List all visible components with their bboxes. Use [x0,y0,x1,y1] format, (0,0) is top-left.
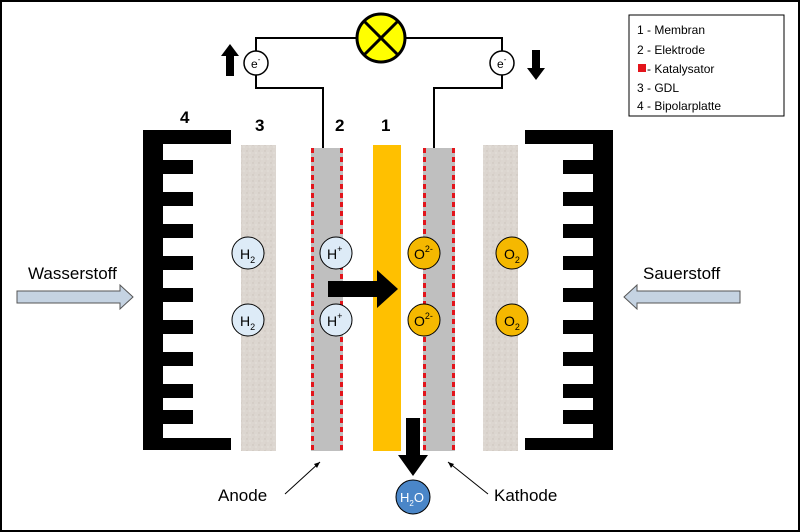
anode-label: Anode [218,486,267,505]
o-2minus-ion-2: O2- [407,303,441,337]
electron-flow-down-arrow [527,50,545,80]
svg-text:H+: H+ [327,244,342,262]
svg-text:e-: e- [251,55,261,71]
circuit-wire-left [255,37,358,148]
svg-text:O2-: O2- [414,311,433,329]
ion-transport-arrow [328,270,398,308]
legend-item-elektrode: 2 - Elektrode [637,43,705,57]
legend: 1 - Membran 2 - Elektrode - Katalysator … [628,14,785,117]
electrode-anode [311,148,343,451]
oxygen-feed-arrow [623,283,741,311]
water-outlet-arrow [398,418,428,476]
legend-item-gdl: 3 - GDL [637,81,679,95]
hydrogen-label: Wasserstoff [28,264,117,283]
gdl-right [483,145,518,451]
h-plus-ion-2: H+ [319,303,353,337]
svg-text:H2: H2 [240,246,255,265]
h2-molecule-2: H2 [231,303,265,337]
anode-pointer [284,461,321,495]
h2-molecule-1: H2 [231,236,265,270]
catalyst-marker-icon [638,64,646,72]
o-2minus-ion-1: O2- [407,236,441,270]
svg-text:H2: H2 [240,313,255,332]
layer-number-gdl: 3 [255,116,264,135]
electrode-cathode [423,148,455,451]
legend-item-katalysator: - Katalysator [647,62,714,76]
hydrogen-feed-arrow [16,283,134,311]
bipolar-plate-left [143,130,231,450]
layer-number-electrode: 2 [335,116,344,135]
o2-molecule-1: O2 [495,236,529,270]
svg-text:O2: O2 [504,246,520,265]
electron-left: e- [243,50,269,76]
circuit-wire-right [404,37,503,148]
external-circuit [255,37,503,148]
layer-number-bipolar-left: 4 [180,108,190,127]
svg-text:e-: e- [497,55,507,71]
oxygen-label: Sauerstoff [643,264,720,283]
h-plus-ion-1: H+ [319,236,353,270]
o2-molecule-2: O2 [495,303,529,337]
electron-right: e- [489,50,515,76]
electron-flow-up-arrow [221,44,239,76]
layer-number-membrane: 1 [381,116,390,135]
water-molecule: H2O [395,479,431,515]
legend-item-membran: 1 - Membran [637,23,705,37]
legend-item-bipolarplatte: 4 - Bipolarplatte [637,99,721,113]
lamp-icon [355,12,407,64]
svg-text:H+: H+ [327,311,342,329]
bipolar-plate-right [525,130,613,450]
svg-text:H2O: H2O [400,490,424,508]
cathode-pointer [447,461,489,495]
svg-text:O2-: O2- [414,244,433,262]
cathode-label: Kathode [494,486,557,505]
svg-text:O2: O2 [504,313,520,332]
gdl-left [241,145,276,451]
